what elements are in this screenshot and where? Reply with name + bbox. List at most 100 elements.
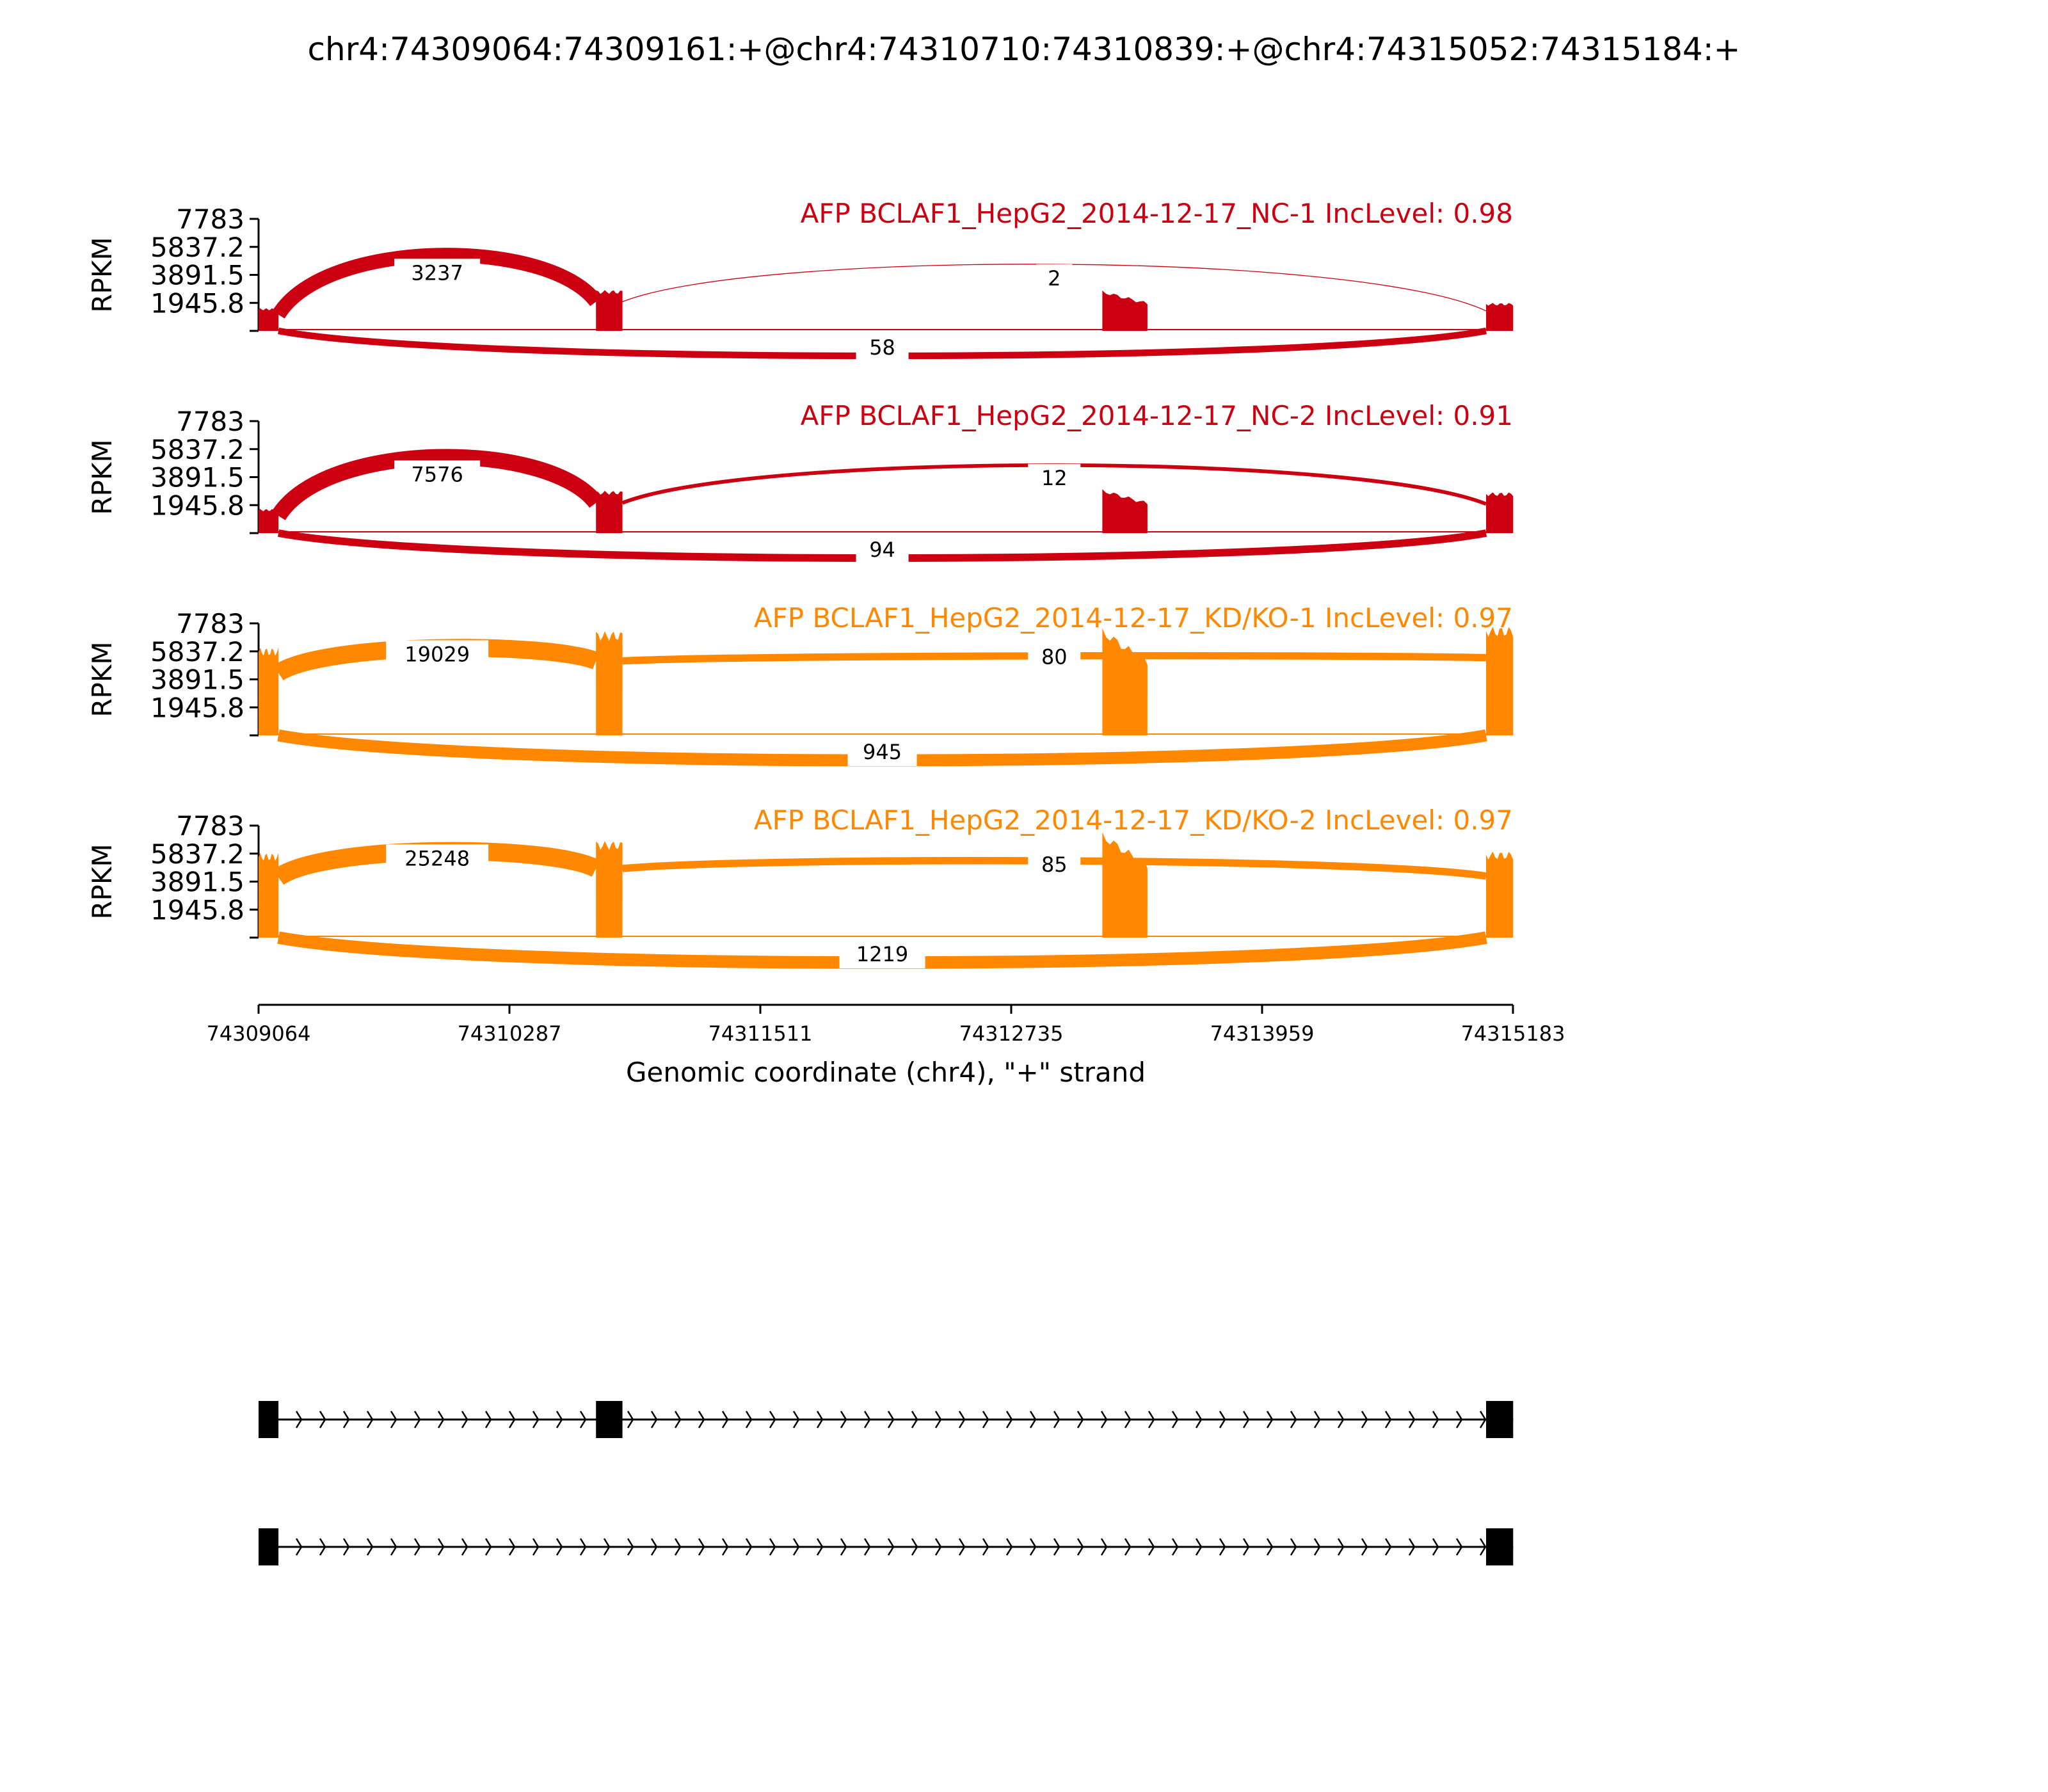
x-tick-label: 74311511 (708, 1021, 813, 1046)
y-tick-label: 5837.2 (150, 636, 244, 668)
strand-arrow (745, 1538, 753, 1556)
strand-arrow (579, 1411, 587, 1428)
junction-arc (272, 248, 602, 319)
y-tick-label: 1945.8 (150, 287, 244, 319)
strand-arrow (792, 1538, 800, 1556)
exon-coverage (259, 509, 279, 533)
strand-arrow (627, 1411, 634, 1428)
strand-arrow (698, 1411, 705, 1428)
strand-arrow (484, 1411, 492, 1428)
track-label: AFP BCLAF1_HepG2_2014-12-17_NC-2 IncLeve… (801, 400, 1513, 431)
strand-arrow (982, 1538, 989, 1556)
exon-coverage (1486, 492, 1514, 533)
strand-arrow (769, 1411, 776, 1428)
exon-coverage (1486, 303, 1514, 331)
strand-arrow (745, 1411, 753, 1428)
exon-coverage (596, 290, 623, 331)
strand-arrow (958, 1411, 966, 1428)
strand-arrow (1219, 1411, 1226, 1428)
junction-label-box (1028, 463, 1081, 492)
strand-arrow (1337, 1538, 1345, 1556)
strand-arrow (508, 1411, 516, 1428)
strand-arrow (1361, 1538, 1368, 1556)
strand-arrow (840, 1411, 847, 1428)
y-axis-label: RPKM (86, 237, 118, 312)
isoform-track-1 (259, 1401, 1514, 1438)
strand-arrow (650, 1411, 658, 1428)
strand-arrow (1266, 1411, 1274, 1428)
y-tick-label: 1945.8 (150, 490, 244, 521)
strand-arrow (887, 1538, 895, 1556)
strand-arrow (556, 1411, 563, 1428)
junction-count-label: 19029 (404, 642, 470, 666)
junction-count-label: 12 (1041, 466, 1068, 490)
strand-arrow (603, 1538, 611, 1556)
junction-count-label: 1219 (856, 942, 908, 966)
strand-arrow (1076, 1538, 1084, 1556)
strand-arrow (319, 1411, 326, 1428)
exon-block (1486, 1528, 1514, 1565)
exon-coverage (259, 308, 279, 331)
exon-coverage (1102, 489, 1148, 533)
x-axis-label: Genomic coordinate (chr4), "+" strand (626, 1057, 1146, 1088)
strand-arrow (1171, 1538, 1179, 1556)
strand-arrow (532, 1411, 540, 1428)
strand-arrow (1219, 1538, 1226, 1556)
strand-arrow (1479, 1538, 1487, 1556)
y-tick-label: 1945.8 (150, 894, 244, 925)
exon-coverage (259, 852, 279, 938)
junction-count-label: 2 (1048, 266, 1060, 291)
strand-arrow (1124, 1538, 1132, 1556)
strand-arrow (1242, 1411, 1250, 1428)
exon-coverage (1486, 851, 1514, 938)
strand-arrow (650, 1538, 658, 1556)
strand-arrow (721, 1538, 729, 1556)
strand-arrow (437, 1538, 445, 1556)
junction-label-box (1028, 850, 1081, 879)
strand-arrow (508, 1538, 516, 1556)
strand-arrow (484, 1538, 492, 1556)
strand-arrow (1313, 1411, 1321, 1428)
strand-arrow (1148, 1538, 1155, 1556)
y-axis-label: RPKM (86, 844, 118, 919)
exon-coverage (596, 631, 623, 735)
strand-arrow (342, 1538, 350, 1556)
exon-block (259, 1528, 279, 1565)
strand-arrow (792, 1411, 800, 1428)
junction-count-label: 7576 (411, 462, 463, 486)
junction-count-label: 945 (863, 740, 902, 764)
strand-arrow (556, 1538, 563, 1556)
y-tick-label: 3891.5 (150, 867, 244, 898)
y-tick-label: 5837.2 (150, 232, 244, 263)
strand-arrow (1005, 1411, 1013, 1428)
strand-arrow (1290, 1411, 1297, 1428)
junction-label-box (394, 460, 481, 489)
junction-label-box (1036, 264, 1073, 292)
strand-arrow (366, 1411, 374, 1428)
strand-arrow (1124, 1411, 1132, 1428)
strand-arrow (390, 1411, 397, 1428)
track-label: AFP BCLAF1_HepG2_2014-12-17_KD/KO-1 IncL… (754, 602, 1513, 634)
strand-arrow (1455, 1538, 1463, 1556)
strand-arrow (532, 1538, 540, 1556)
strand-arrow (1100, 1411, 1108, 1428)
strand-arrow (342, 1411, 350, 1428)
y-axis-label: RPKM (86, 439, 118, 515)
strand-arrow (1266, 1538, 1274, 1556)
isoform-track-2 (259, 1528, 1514, 1565)
strand-arrow (1290, 1538, 1297, 1556)
strand-arrow (461, 1411, 468, 1428)
strand-arrow (1053, 1538, 1060, 1556)
strand-arrow (1242, 1538, 1250, 1556)
x-tick-label: 74315183 (1461, 1021, 1565, 1046)
y-tick-label: 1945.8 (150, 692, 244, 723)
strand-arrow (982, 1411, 989, 1428)
junction-label-box (394, 259, 481, 287)
strand-arrow (1408, 1411, 1416, 1428)
junction-arc (271, 449, 603, 521)
strand-arrow (1384, 1411, 1392, 1428)
